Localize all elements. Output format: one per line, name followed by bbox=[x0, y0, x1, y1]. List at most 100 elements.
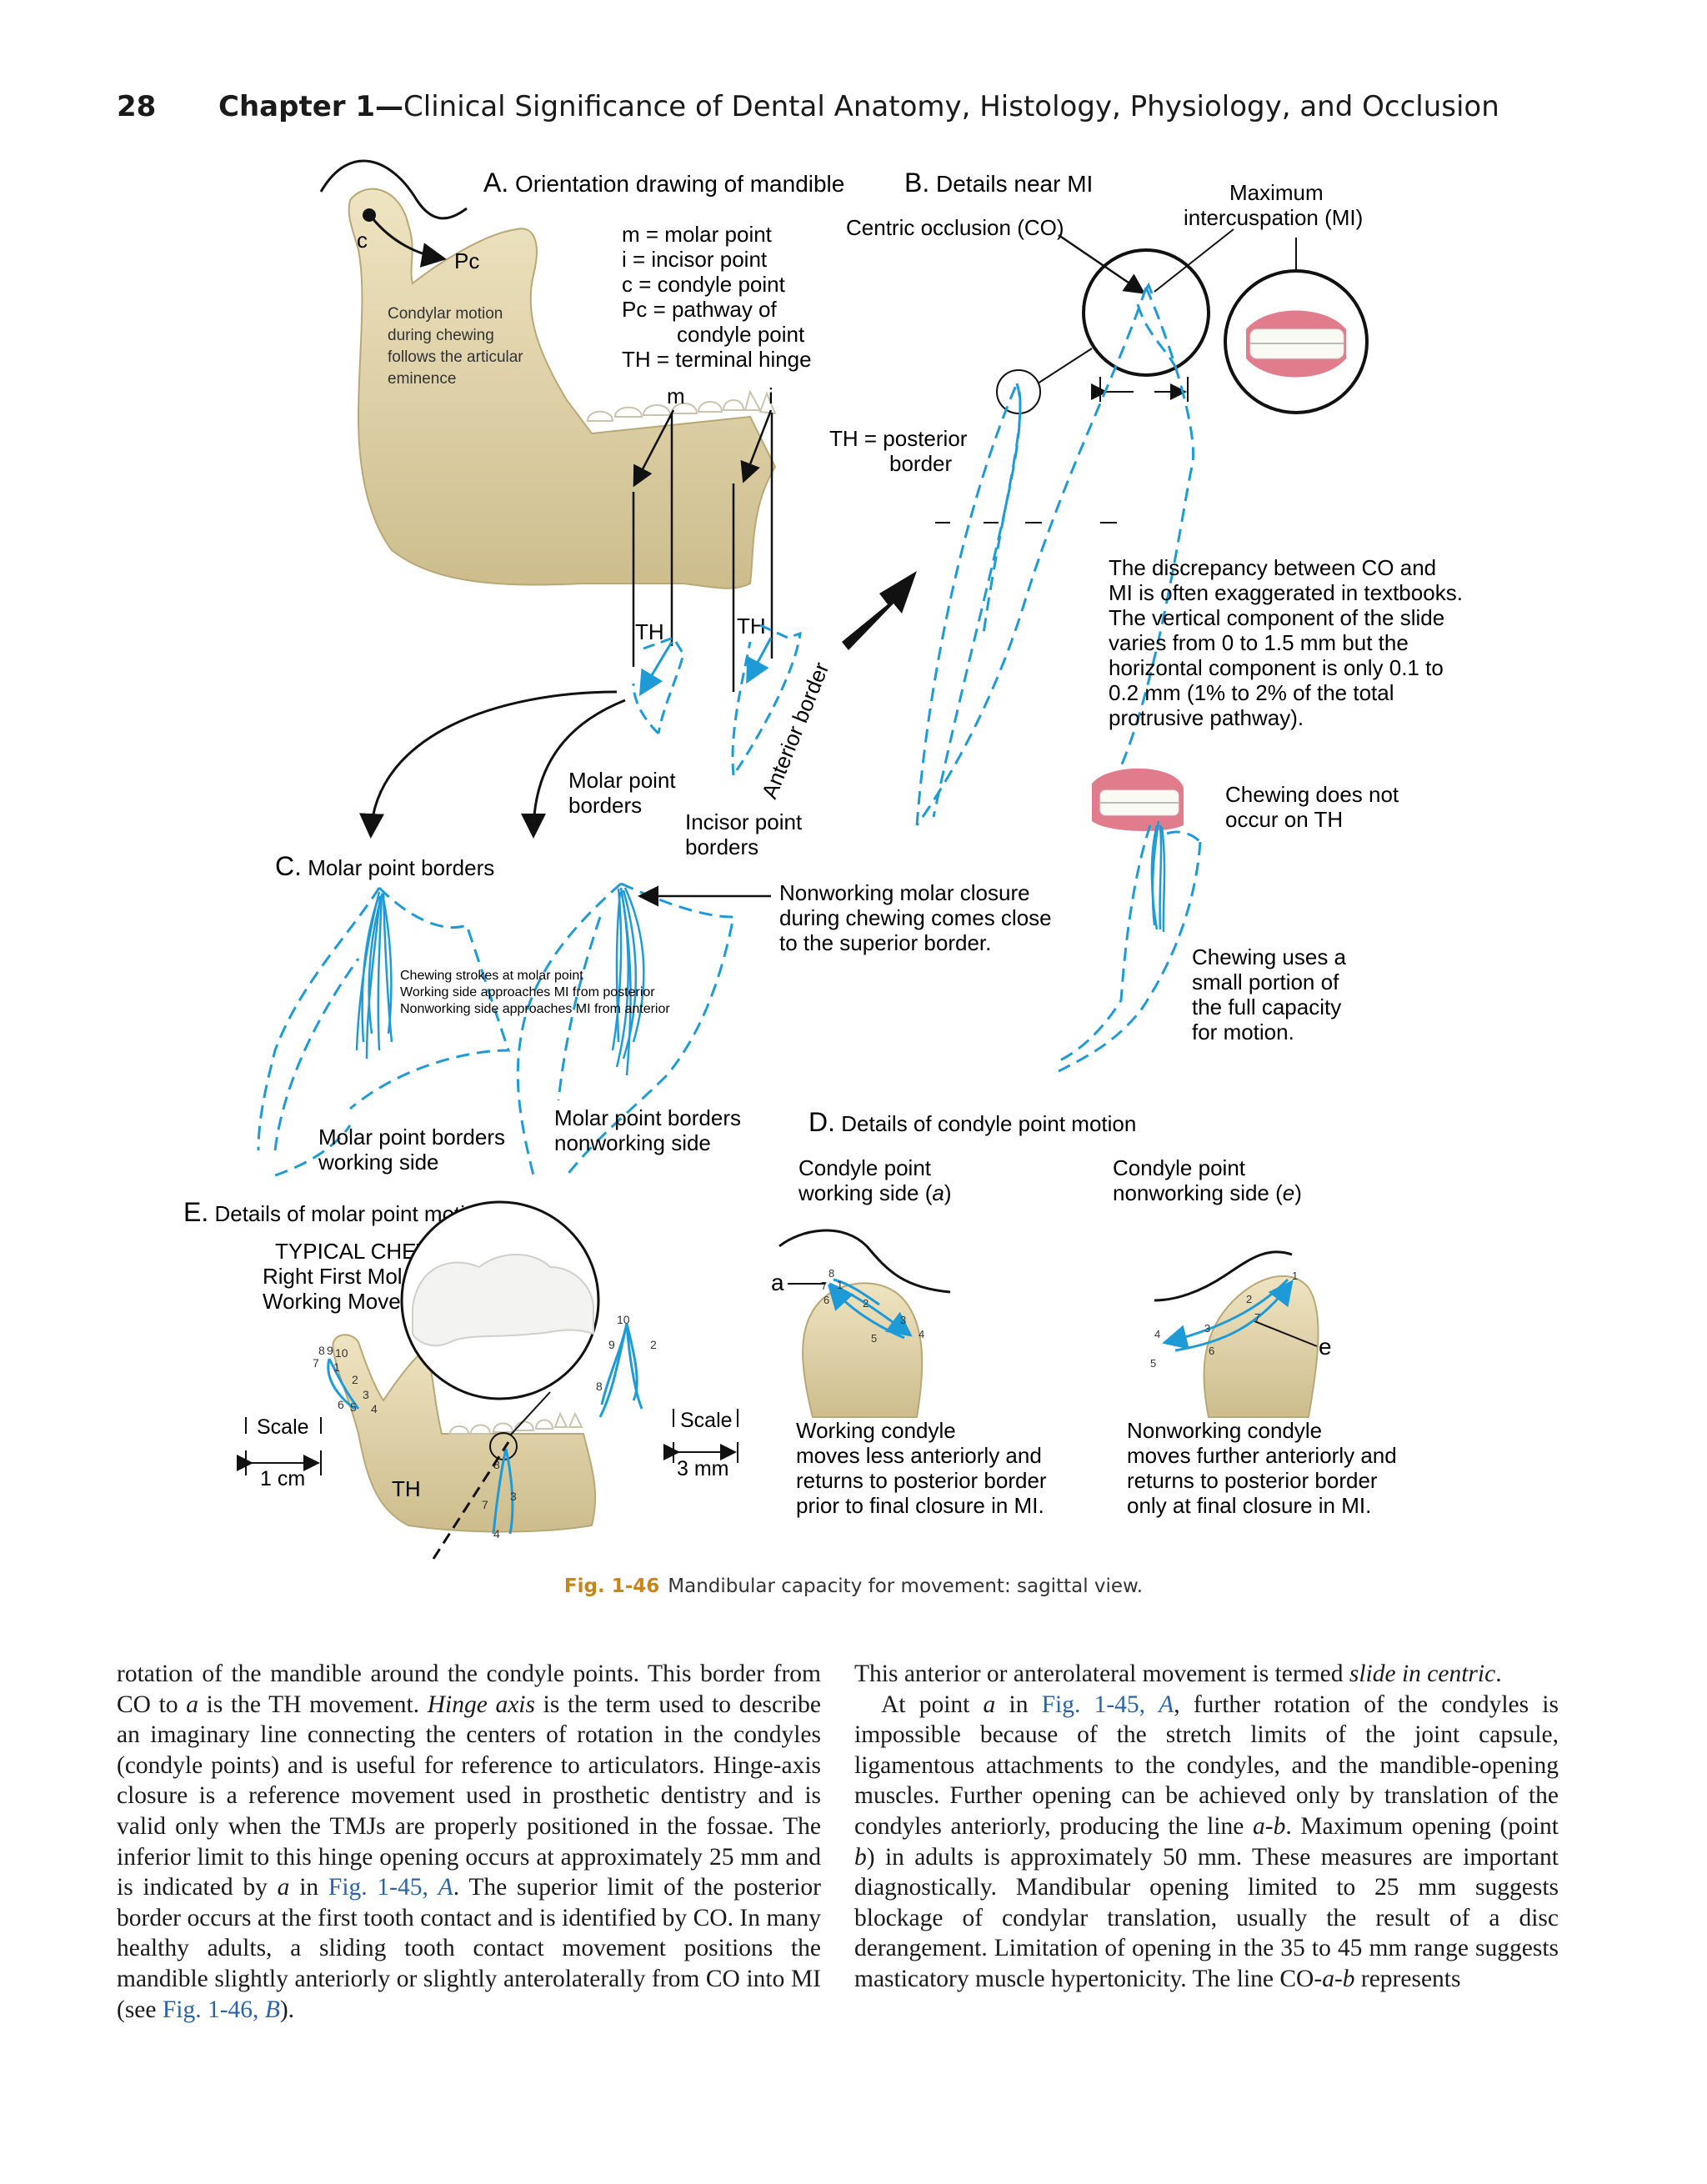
nonworking-num-4: 4 bbox=[1154, 1328, 1160, 1340]
condyle-num-7: 7 bbox=[313, 1356, 319, 1370]
condyle-num-5: 5 bbox=[350, 1400, 357, 1414]
chewing-small-3: the full capacity bbox=[1192, 994, 1341, 1019]
italic-term: b bbox=[854, 1843, 867, 1871]
strokes-note-3: Nonworking side approaches MI from anter… bbox=[400, 1002, 670, 1016]
nonworking-condyle-illustration bbox=[1203, 1275, 1319, 1418]
th-posterior-2: border bbox=[889, 451, 952, 476]
discrepancy-5: horizontal component is only 0.1 to bbox=[1109, 655, 1444, 680]
condyle-num-1: 1 bbox=[333, 1360, 340, 1374]
chapter-title: Chapter 1—Clinical Significance of Denta… bbox=[218, 90, 1499, 123]
nonworking-note-1: Nonworking molar closure bbox=[779, 880, 1030, 905]
inset-num-2: 2 bbox=[650, 1338, 657, 1351]
text-run: represents bbox=[1354, 1965, 1461, 1992]
mi-label-2: intercuspation (MI) bbox=[1184, 205, 1363, 230]
condyle-num-3: 3 bbox=[363, 1388, 369, 1401]
nonworking-label-1: Molar point borders bbox=[554, 1105, 741, 1130]
legend-line-4: Pc = pathway of bbox=[622, 297, 777, 322]
nonworking-num-7: 7 bbox=[1254, 1311, 1260, 1324]
mandible-illustration bbox=[348, 188, 777, 589]
scale-3mm: 3 mm bbox=[677, 1457, 729, 1480]
nonworking-title-1: Condyle point bbox=[1113, 1155, 1246, 1180]
discrepancy-2: MI is often exaggerated in textbooks. bbox=[1109, 580, 1463, 605]
panel-a-heading: A. Orientation drawing of mandible bbox=[483, 168, 844, 198]
legend-line-6: TH = terminal hinge bbox=[622, 347, 812, 372]
working-label-2: working side bbox=[318, 1150, 439, 1175]
condyle-num-8: 8 bbox=[318, 1344, 325, 1357]
nonworking-num-3: 3 bbox=[1204, 1322, 1210, 1335]
nonworking-num-6: 6 bbox=[1209, 1345, 1214, 1357]
th-label-molar: TH bbox=[635, 619, 664, 644]
panel-a: c Pc Condylar motion during chewing foll… bbox=[319, 159, 917, 859]
chewing-small-4: for motion. bbox=[1192, 1019, 1294, 1044]
working-note-1: Working condyle bbox=[796, 1418, 956, 1443]
panel-b-heading: B. Details near MI bbox=[904, 168, 1093, 198]
pc-label: Pc bbox=[454, 248, 479, 273]
figure-link[interactable]: A bbox=[1159, 1691, 1174, 1718]
working-num-6: 6 bbox=[823, 1294, 829, 1306]
figure-link[interactable]: A bbox=[438, 1874, 453, 1901]
nonworking-num-1: 1 bbox=[1292, 1270, 1298, 1282]
nonworking-num-5: 5 bbox=[1150, 1357, 1156, 1370]
italic-term: Hinge axis bbox=[427, 1691, 535, 1718]
motion-note-1: Condylar motion bbox=[388, 305, 503, 323]
figure-link[interactable]: B bbox=[264, 1996, 280, 2023]
strokes-note-2: Working side approaches MI from posterio… bbox=[400, 985, 655, 999]
text-run: At point bbox=[881, 1691, 984, 1718]
figure-1-46: c Pc Condylar motion during chewing foll… bbox=[183, 159, 1463, 1560]
discrepancy-4: varies from 0 to 1.5 mm but the bbox=[1109, 630, 1409, 655]
italic-term: a bbox=[186, 1691, 198, 1718]
italic-term: a bbox=[277, 1874, 290, 1901]
text-run: This anterior or anterolateral movement … bbox=[854, 1661, 1349, 1687]
nonworking-note-3: to the superior border. bbox=[779, 930, 991, 955]
figure-link[interactable]: Fig. 1-46, bbox=[162, 1996, 265, 2023]
arrow-to-c-right bbox=[521, 699, 626, 839]
panel-e: E. Details of molar point motion TYPICAL… bbox=[183, 1197, 738, 1560]
nonworking-condyle-note-2: moves further anteriorly and bbox=[1127, 1443, 1397, 1468]
working-num-7: 7 bbox=[821, 1280, 827, 1292]
co-label: Centric occlusion (CO) bbox=[846, 215, 1064, 240]
molar-num-7: 7 bbox=[482, 1498, 488, 1511]
chew-line-2: Right First Molar bbox=[263, 1264, 422, 1289]
scale-1cm: 1 cm bbox=[260, 1467, 305, 1490]
page-number: 28 bbox=[117, 90, 157, 123]
panel-c: C. Molar point borders Chewing strokes a… bbox=[257, 851, 1052, 1177]
molar-num-3: 3 bbox=[510, 1490, 517, 1503]
molar-borders-2: borders bbox=[568, 793, 642, 818]
paragraph: At point a in Fig. 1-45, A, further rota… bbox=[854, 1690, 1559, 1995]
working-note-3: returns to posterior border bbox=[796, 1468, 1047, 1493]
a-label: a bbox=[771, 1270, 784, 1295]
incisor-borders-1: Incisor point bbox=[685, 809, 803, 834]
panel-b: B. Details near MI Maximum intercuspatio… bbox=[829, 168, 1463, 1073]
scale-label-left: Scale bbox=[257, 1415, 309, 1439]
th-posterior-1: TH = posterior bbox=[829, 426, 968, 451]
arrow-to-c-left bbox=[359, 690, 618, 839]
text-run: . The superior limit of the posterior bo… bbox=[117, 1874, 821, 2023]
caption-text: Mandibular capacity for movement: sagitt… bbox=[668, 1575, 1144, 1597]
panel-d-heading: D. Details of condyle point motion bbox=[808, 1107, 1136, 1137]
paragraph: rotation of the mandible around the cond… bbox=[117, 1659, 821, 2025]
motion-note-3: follows the articular bbox=[388, 348, 523, 366]
scale-label-right: Scale bbox=[680, 1409, 733, 1432]
figure-link[interactable]: Fig. 1-45, bbox=[328, 1874, 438, 1901]
figure-link[interactable]: Fig. 1-45, bbox=[1041, 1691, 1159, 1718]
discrepancy-3: The vertical component of the slide bbox=[1109, 605, 1444, 630]
body-column-right: This anterior or anterolateral movement … bbox=[854, 1659, 1559, 1995]
working-title-1: Condyle point bbox=[798, 1155, 932, 1180]
legend-line-1: m = molar point bbox=[622, 222, 773, 247]
big-arrow-to-b bbox=[842, 571, 917, 650]
chewing-small-1: Chewing uses a bbox=[1192, 944, 1347, 969]
incisor-borders-2: borders bbox=[685, 834, 758, 859]
caption-number: Fig. 1-46 bbox=[563, 1575, 660, 1597]
panel-d: D. Details of condyle point motion Condy… bbox=[771, 1107, 1397, 1518]
th-label-e: TH bbox=[392, 1476, 421, 1501]
mi-label-1: Maximum bbox=[1229, 180, 1324, 205]
nonworking-num-2: 2 bbox=[1246, 1293, 1252, 1305]
text-run: ) in adults is approximately 50 mm. Thes… bbox=[854, 1843, 1559, 1992]
condyle-num-6: 6 bbox=[338, 1398, 344, 1411]
panel-c-heading: C. Molar point borders bbox=[275, 851, 494, 881]
nonworking-note-2: during chewing comes close bbox=[779, 905, 1052, 930]
small-mandible-illustration bbox=[332, 1334, 597, 1533]
mi-teeth-image bbox=[1246, 310, 1346, 378]
molar-borders-1: Molar point bbox=[568, 768, 676, 793]
working-note-4: prior to final closure in MI. bbox=[796, 1493, 1044, 1518]
